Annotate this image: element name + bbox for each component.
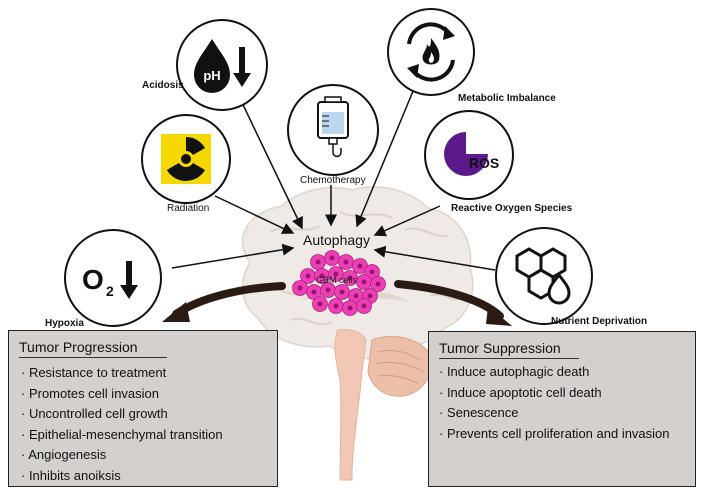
- title-underline: [439, 358, 579, 359]
- tumor-progression-title: Tumor Progression: [19, 339, 138, 355]
- arrow-radiation: [214, 195, 295, 234]
- gbm-cell-nucleus: [311, 289, 317, 295]
- gbm-cell-nucleus: [319, 273, 325, 279]
- metabolic-circle: [387, 8, 475, 96]
- gbm-cell-nucleus: [361, 303, 367, 309]
- acidosis-label: Acidosis: [142, 80, 184, 91]
- gbm-cell-nucleus: [305, 273, 311, 279]
- curved-arrow-left: [162, 282, 286, 322]
- arrow-hypoxia: [171, 243, 295, 269]
- list-item: · Epithelial-mesenchymal transition: [21, 426, 223, 442]
- ph-label: pH: [203, 68, 220, 83]
- progression-list: · Resistance to treatment · Promotes cel…: [21, 363, 223, 486]
- autophagy-label: Autophagy: [303, 232, 370, 248]
- list-item: · Prevents cell proliferation and invasi…: [439, 425, 670, 441]
- tumor-progression-box: Tumor Progression · Resistance to treatm…: [8, 330, 278, 487]
- arrow-ros: [373, 205, 441, 237]
- gbm-cell-nucleus: [315, 259, 321, 265]
- arrow-nutrient: [373, 245, 496, 271]
- ros-text: ROS: [469, 155, 499, 171]
- gbm-cells-label: GBM cells: [316, 275, 358, 285]
- chemotherapy-circle: [287, 84, 379, 176]
- arrow-acidosis: [234, 87, 303, 230]
- hypoxia-label: Hypoxia: [45, 318, 84, 329]
- radiation-icon: [161, 134, 211, 184]
- gbm-cell-nucleus: [333, 271, 339, 277]
- acidosis-circle: pH: [176, 19, 268, 111]
- gbm-cell-nucleus: [361, 279, 367, 285]
- ros-pie-icon: ROS: [444, 132, 499, 176]
- nutrient-label: Nutrient Deprivation: [551, 316, 648, 327]
- nutrient-circle: [495, 227, 593, 325]
- gbm-cell-nucleus: [347, 305, 353, 311]
- radiation-circle: [141, 114, 231, 204]
- gbm-cell-nucleus: [375, 281, 381, 287]
- list-item: · Induce apoptotic cell death: [439, 384, 602, 400]
- gbm-cell-nucleus: [353, 293, 359, 299]
- metabolic-label: Metabolic Imbalance: [458, 93, 556, 104]
- tumor-suppression-title: Tumor Suppression: [439, 340, 561, 356]
- o2-text: O: [82, 264, 104, 295]
- list-item: · Angiogenesis: [21, 447, 107, 462]
- gbm-cell-cluster: [292, 250, 386, 316]
- list-item: · Uncontrolled cell growth: [21, 406, 168, 421]
- iv-bag-icon: [317, 96, 349, 158]
- hexagon-nutrient-icon: [515, 247, 571, 305]
- ros-label: Reactive Oxygen Species: [451, 203, 573, 214]
- gbm-cell-nucleus: [339, 289, 345, 295]
- gbm-cell-nucleus: [357, 263, 363, 269]
- arrow-metabolic: [355, 83, 417, 228]
- gbm-cell-nucleus: [347, 275, 353, 281]
- ros-circle: ROS: [424, 110, 514, 200]
- o2-subscript: 2: [106, 283, 114, 299]
- flame-cycle-icon: [407, 22, 455, 82]
- o2-down-icon: O 2: [82, 261, 138, 299]
- tumor-suppression-box: Tumor Suppression · Induce autophagic de…: [428, 331, 696, 487]
- gbm-cell-nucleus: [317, 301, 323, 307]
- chemotherapy-label: Chemotherapy: [300, 175, 366, 186]
- gbm-cell-nucleus: [333, 303, 339, 309]
- gbm-cell-nucleus: [367, 293, 373, 299]
- gbm-cell-nucleus: [369, 269, 375, 275]
- list-item: · Promotes cell invasion: [21, 385, 159, 401]
- curved-arrow-right: [394, 280, 512, 326]
- gbm-cell-nucleus: [329, 255, 335, 261]
- radiation-label: Radiation: [167, 203, 210, 214]
- title-underline: [19, 357, 167, 358]
- gbm-cell-nucleus: [343, 259, 349, 265]
- hypoxia-circle: O 2: [64, 229, 162, 327]
- suppression-list: · Induce autophagic death · Induce apopt…: [439, 362, 670, 444]
- list-item: · Resistance to treatment: [21, 365, 167, 380]
- gbm-cell-nucleus: [297, 285, 303, 291]
- list-item: · Senescence: [439, 405, 519, 420]
- list-item: · Induce autophagic death: [439, 364, 590, 379]
- gbm-cell-nucleus: [325, 287, 331, 293]
- ph-drop-icon: pH: [194, 39, 251, 93]
- list-item: · Inhibits anoiksis: [21, 467, 121, 483]
